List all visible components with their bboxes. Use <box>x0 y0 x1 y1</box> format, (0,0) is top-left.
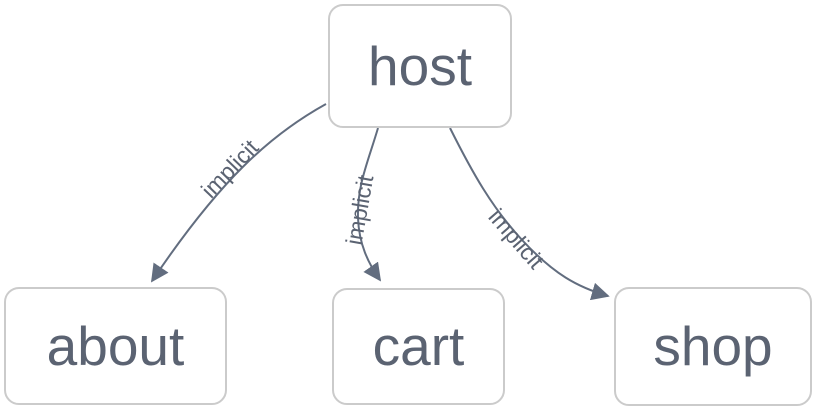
node-shop-label: shop <box>653 315 773 377</box>
node-about-label: about <box>46 314 185 377</box>
node-about: about <box>4 287 227 405</box>
node-cart-label: cart <box>372 315 465 377</box>
edge-label-host-cart: implicit <box>340 173 379 247</box>
node-host-label: host <box>368 34 472 97</box>
edge-host-about <box>150 103 327 283</box>
edge-label-host-shop: implicit <box>483 203 550 274</box>
node-host: host <box>328 4 512 128</box>
node-shop: shop <box>614 287 812 406</box>
node-cart: cart <box>332 288 505 405</box>
edge-label-host-about: implicit <box>195 134 264 203</box>
